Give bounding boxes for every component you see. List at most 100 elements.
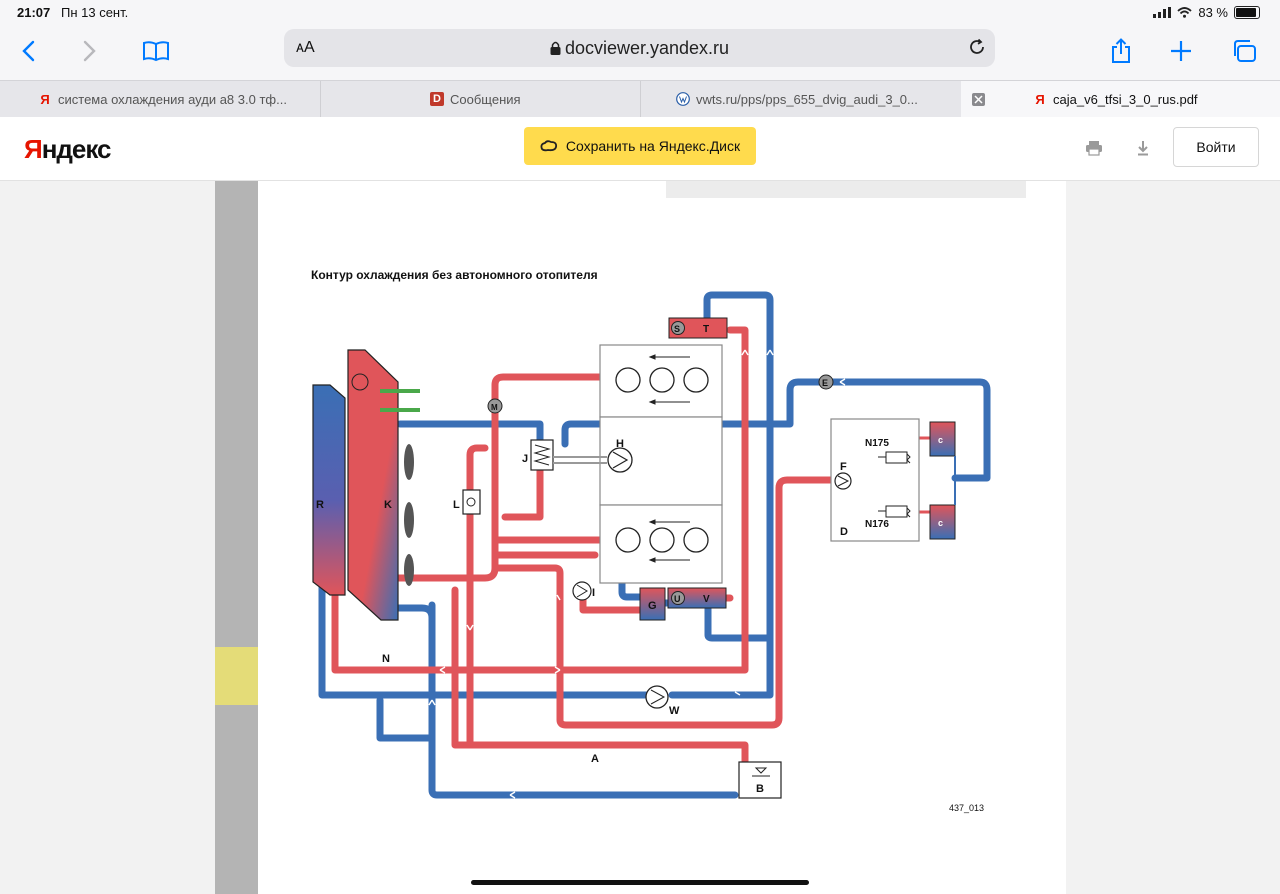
download-icon <box>1138 141 1148 156</box>
print-icon <box>1086 141 1102 156</box>
bookmarks-button[interactable] <box>139 34 173 68</box>
svg-text:M: M <box>491 403 498 412</box>
vw-icon <box>676 92 690 106</box>
current-page-marker[interactable] <box>215 647 258 705</box>
svg-text:R: R <box>316 499 324 511</box>
browser-toolbar: ᴀA docviewer.yandex.ru <box>0 26 1280 80</box>
close-icon <box>974 94 983 104</box>
pump-h <box>607 447 633 473</box>
tab-messages[interactable]: D Сообщения <box>430 81 640 117</box>
tabs-overview-button[interactable] <box>1227 34 1261 68</box>
save-label: Сохранить на Яндекс.Диск <box>565 138 741 154</box>
disk-icon <box>540 140 557 152</box>
svg-text:T: T <box>703 324 709 335</box>
new-tab-button[interactable] <box>1164 34 1198 68</box>
messages-favicon-icon: D <box>430 92 444 106</box>
status-date: Пн 13 сент. <box>61 5 129 20</box>
svg-text:G: G <box>648 600 657 612</box>
reader-mode-button[interactable]: ᴀA <box>296 39 315 56</box>
svg-text:N175: N175 <box>865 438 889 449</box>
svg-text:U: U <box>674 594 681 604</box>
svg-text:N: N <box>382 653 390 665</box>
svg-text:F: F <box>840 461 847 473</box>
battery-percent: 83 % <box>1198 5 1228 20</box>
valve-n176 <box>885 505 908 518</box>
chevron-left-icon <box>22 40 35 62</box>
status-bar: 21:07 Пн 13 сент. 83 % <box>0 0 1280 26</box>
tab-pdf-active[interactable]: Я caja_v6_tfsi_3_0_rus.pdf <box>961 81 1280 117</box>
plus-icon <box>1171 41 1191 61</box>
green-tube <box>380 408 420 412</box>
tab-title: система охлаждения ауди а8 3.0 тф... <box>58 91 287 107</box>
back-button[interactable] <box>11 34 45 68</box>
home-indicator[interactable] <box>471 880 809 885</box>
tab-vwts[interactable]: vwts.ru/pps/pps_655_dvig_audi_3_0... <box>676 81 960 117</box>
svg-text:I: I <box>592 587 595 599</box>
engine-bank-upper <box>599 344 723 418</box>
save-to-disk-button[interactable]: Сохранить на Яндекс.Диск <box>524 127 756 165</box>
component-c-lower <box>929 504 956 540</box>
cellular-signal-icon <box>1153 7 1172 18</box>
hot-pipes <box>331 326 834 769</box>
close-tab-button[interactable] <box>972 92 985 106</box>
green-tube <box>380 389 420 393</box>
tab-title: Сообщения <box>450 91 521 107</box>
radiator-k <box>347 349 399 621</box>
sensor-e <box>818 374 834 390</box>
book-icon <box>143 41 169 62</box>
status-right: 83 % <box>1153 5 1260 20</box>
wifi-icon <box>1177 7 1192 18</box>
address-bar[interactable]: ᴀA docviewer.yandex.ru <box>284 29 995 67</box>
svg-text:E: E <box>822 378 828 388</box>
chevron-right-icon <box>83 40 96 62</box>
share-icon <box>1112 38 1130 63</box>
url-text: docviewer.yandex.ru <box>284 38 995 59</box>
status-time: 21:07 <box>17 5 51 20</box>
page-header-box <box>666 181 1026 198</box>
download-button[interactable] <box>1132 137 1154 159</box>
component-g <box>639 587 666 621</box>
reload-button[interactable] <box>967 37 987 62</box>
tab-yandex-search[interactable]: Я система охлаждения ауди а8 3.0 тф... <box>38 81 320 117</box>
print-button[interactable] <box>1083 137 1105 159</box>
reload-icon <box>970 38 984 54</box>
tab-title: caja_v6_tfsi_3_0_rus.pdf <box>1053 91 1198 107</box>
tab-bar: Я система охлаждения ауди а8 3.0 тф... D… <box>0 80 1280 118</box>
forward-button[interactable] <box>73 34 107 68</box>
cooling-circuit-diagram: R K N M J L H S T E G U V I W A B F D N1… <box>312 291 991 799</box>
svg-text:A: A <box>591 753 599 765</box>
tab-title: vwts.ru/pps/pps_655_dvig_audi_3_0... <box>696 91 918 107</box>
svg-text:L: L <box>453 499 460 511</box>
svg-text:C: C <box>938 518 943 528</box>
pump-w <box>645 685 669 709</box>
figure-id: 437_013 <box>949 803 985 813</box>
component-c-upper <box>929 421 956 457</box>
component-t <box>668 317 728 339</box>
login-button[interactable]: Войти <box>1173 127 1259 167</box>
svg-text:S: S <box>674 324 680 334</box>
radiator-r <box>312 384 346 596</box>
svg-text:C: C <box>938 435 943 445</box>
sensor-m <box>487 398 503 414</box>
svg-text:H: H <box>616 438 624 450</box>
svg-text:N176: N176 <box>865 519 889 530</box>
battery-icon <box>1234 6 1260 19</box>
svg-text:W: W <box>669 705 680 717</box>
yandex-logo[interactable]: Яндекс <box>24 134 111 164</box>
engine-bank-lower <box>599 504 723 584</box>
yandex-favicon-icon: Я <box>40 91 50 107</box>
valve-n175 <box>885 451 908 464</box>
yandex-favicon-icon: Я <box>1035 91 1045 107</box>
fan-icon <box>404 444 414 586</box>
cold-pipes <box>318 291 991 799</box>
share-button[interactable] <box>1104 34 1138 68</box>
pump-i <box>572 581 592 601</box>
yandex-header: Яндекс Сохранить на Яндекс.Диск Войти <box>0 117 1280 181</box>
url-domain: docviewer.yandex.ru <box>564 38 730 58</box>
page-thumbnail-strip[interactable] <box>215 181 258 894</box>
flow-arrows <box>428 349 846 799</box>
svg-text:B: B <box>756 783 764 795</box>
tabs-icon <box>1234 40 1256 62</box>
svg-text:V: V <box>703 594 710 605</box>
valve-l <box>462 489 481 515</box>
